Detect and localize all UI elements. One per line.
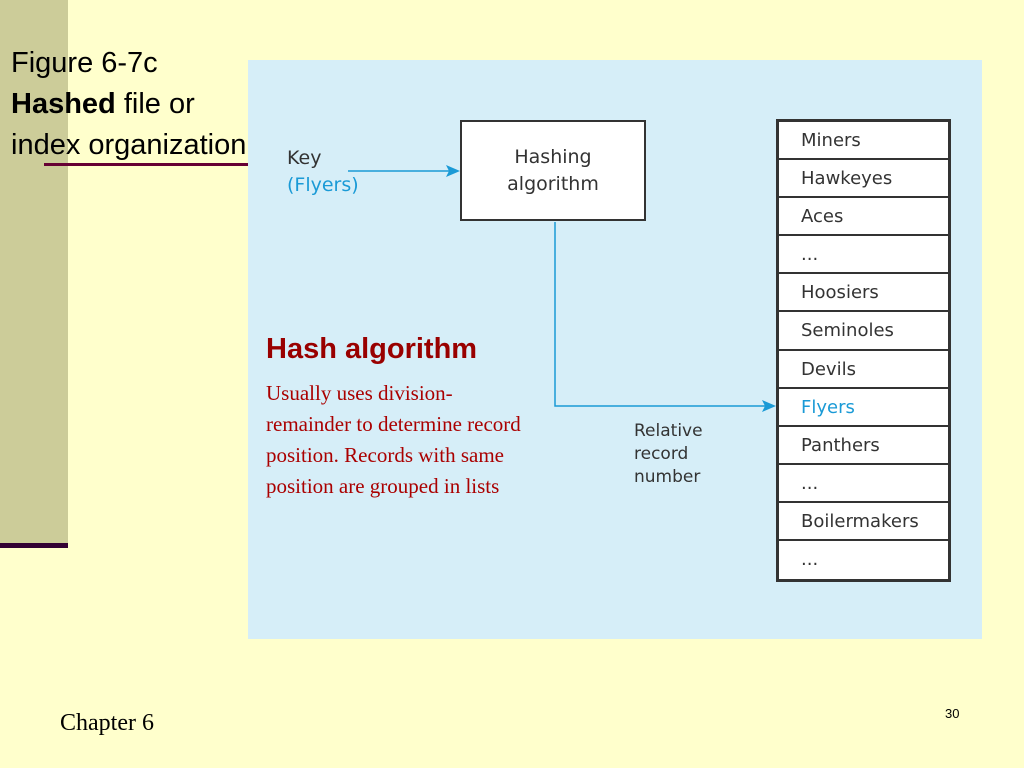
slide-title: Figure 6-7c Hashed file or index organiz… [11, 43, 251, 166]
key-to-hash-arrowhead [446, 165, 460, 177]
record-row: Devils [779, 351, 948, 389]
hashing-algorithm-box: Hashing algorithm [460, 120, 646, 221]
record-row: ... [801, 549, 819, 571]
record-row: Miners [779, 122, 948, 161]
hash-box-line1: Hashing [514, 145, 592, 168]
footer-chapter: Chapter 6 [60, 710, 154, 736]
note-body: Usually uses division-remainder to deter… [266, 381, 521, 498]
title-bold-word: Hashed [11, 88, 116, 120]
record-row: Flyers [779, 389, 948, 427]
relative-record-number-label: Relative record number [634, 420, 703, 489]
relative-line3: number [634, 467, 701, 487]
record-row: Boilermakers [779, 503, 948, 542]
record-row: Hoosiers [779, 274, 948, 313]
record-row: ... [779, 236, 948, 275]
key-text: Key [287, 147, 322, 169]
record-row: Seminoles [779, 312, 948, 351]
decorative-side-bar [0, 0, 68, 544]
hash-to-record-arrow-line [554, 222, 767, 407]
title-underline-rule [44, 163, 248, 166]
side-bar-rule [0, 543, 68, 548]
hash-to-record-arrowhead [762, 400, 776, 412]
relative-line2: record [634, 444, 689, 464]
hash-box-line2: algorithm [507, 172, 599, 195]
record-row: Hawkeyes [779, 160, 948, 199]
title-line1: Figure 6-7c [11, 47, 158, 79]
relative-line1: Relative [634, 421, 703, 441]
title-rest: file or index organization [11, 88, 247, 161]
key-label: Key (Flyers) [287, 145, 359, 199]
key-value: (Flyers) [287, 174, 359, 196]
record-row: Aces [779, 198, 948, 237]
page-number: 30 [945, 706, 960, 721]
record-row: Panthers [779, 427, 948, 465]
record-row: ... [779, 465, 948, 503]
note-heading: Hash algorithm [266, 333, 478, 365]
